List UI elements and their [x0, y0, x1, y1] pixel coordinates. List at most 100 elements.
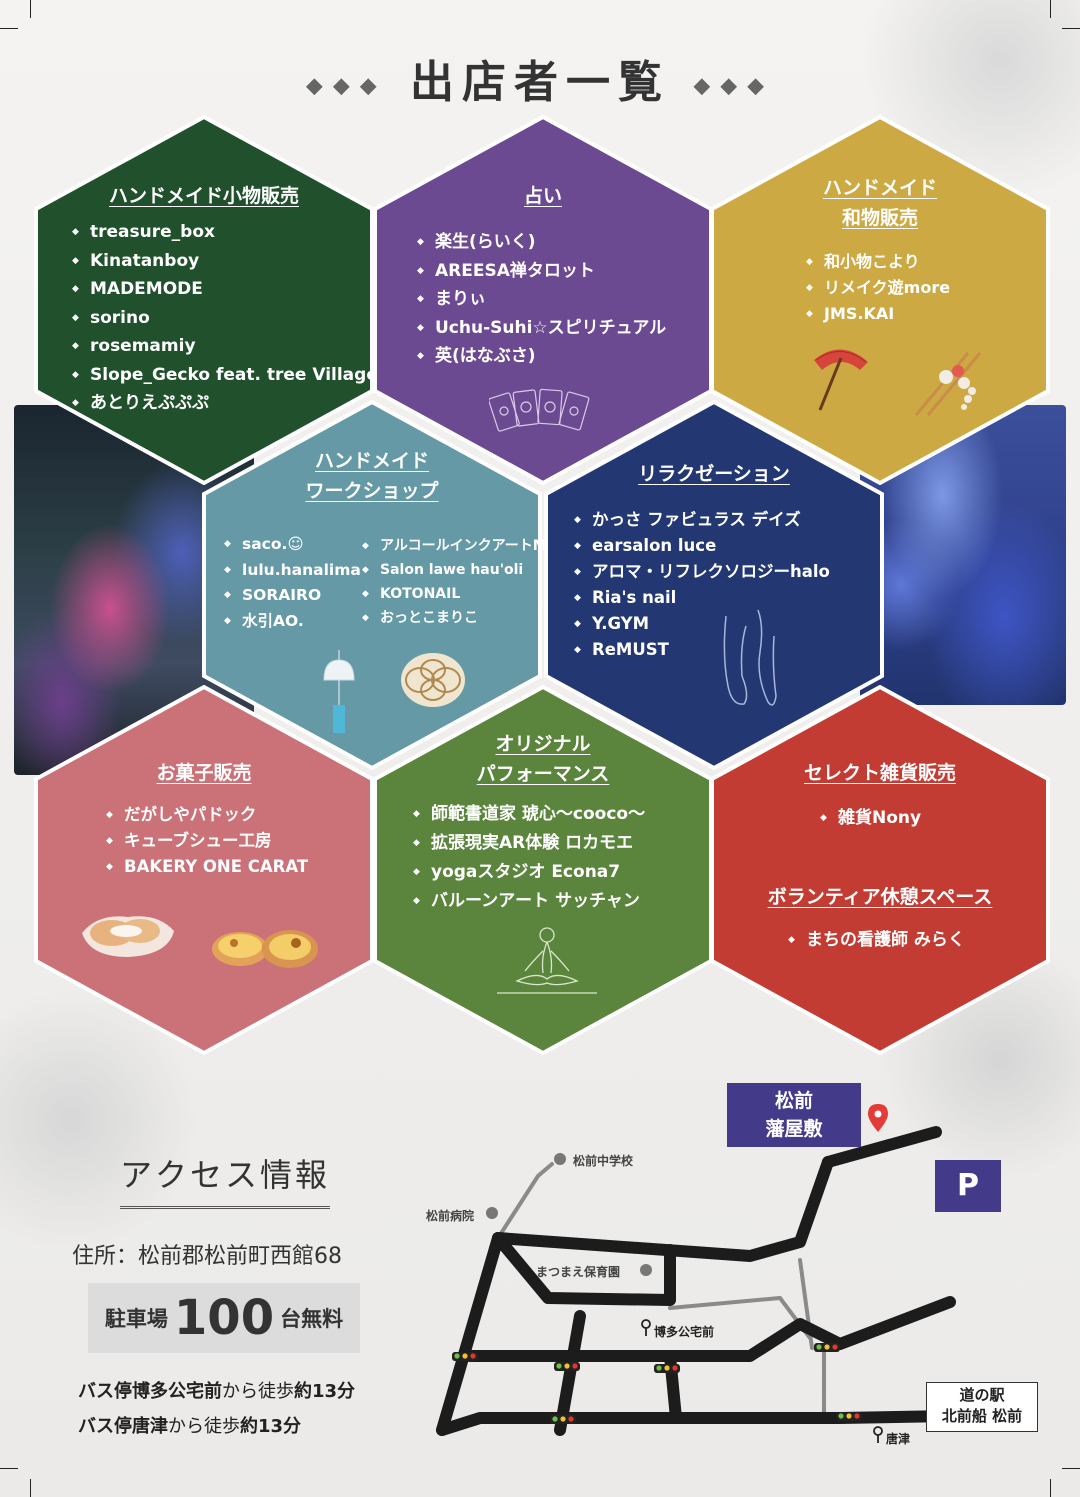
- exhibitor-item: earsalon luce: [574, 533, 830, 559]
- destination-label: 松前藩屋敷: [727, 1083, 861, 1147]
- crop-mark: [30, 1479, 31, 1497]
- address: 住所：松前郡松前町西館68: [72, 1244, 342, 1269]
- exhibitor-item: まりぃ: [417, 285, 666, 314]
- exhibitor-item: lulu.hanalima: [224, 558, 361, 584]
- exhibitor-item: AREESA禅タロット: [417, 257, 666, 286]
- title-dots-left: ◆◆◆: [305, 72, 387, 99]
- exhibitor-item: 水引AO.: [224, 609, 361, 635]
- bus-route-1: バス停博多公宅前から徒歩約13分: [78, 1381, 356, 1402]
- exhibitor-list: 雑貨Nony: [820, 805, 921, 831]
- title-text: 出店者一覧: [410, 57, 670, 108]
- exhibitor-item: sorino: [72, 304, 378, 333]
- kanzashi-hairpin-icon: [914, 352, 982, 416]
- parking-suffix: 台無料: [280, 1307, 344, 1331]
- crop-mark: [1062, 28, 1080, 29]
- traffic-lights: [452, 1343, 862, 1424]
- volunteer-list: まちの看護師 みらく: [788, 927, 965, 953]
- hex-heading: ハンドメイド和物販売: [822, 177, 937, 229]
- japanese-umbrella-icon: [814, 349, 868, 411]
- exhibitor-item: Uchu-Suhi☆スピリチュアル: [417, 314, 666, 343]
- map-label-busstop-2: 唐津: [886, 1432, 911, 1446]
- exhibitor-item: JMS.KAI: [806, 301, 950, 327]
- hex-heading: オリジナルパフォーマンス: [476, 733, 610, 785]
- exhibitor-item: 英(はなぶさ): [417, 342, 666, 371]
- tarot-cards-icon: [489, 388, 590, 432]
- exhibitor-item: あとりえぷぷぷ: [72, 389, 378, 418]
- exhibitor-list: 和小物こよりリメイク遊moreJMS.KAI: [806, 249, 950, 327]
- exhibitor-item: MADEMODE: [72, 275, 378, 304]
- crop-mark: [30, 0, 31, 18]
- egg-tart-icon: [262, 930, 318, 968]
- access-map: [436, 1104, 956, 1443]
- access-title: アクセス情報: [120, 1150, 331, 1209]
- exhibitor-list: 師範書道家 琥心〜cooco〜拡張現実AR体験 ロカモエyogaスタジオ Eco…: [413, 800, 645, 916]
- hex-heading: 占い: [523, 185, 562, 207]
- exhibitor-item: 雑貨Nony: [820, 805, 921, 831]
- crop-mark: [1062, 1468, 1080, 1469]
- exhibitor-item: SORAIRO: [224, 583, 361, 609]
- yoga-pose-icon: [497, 927, 597, 994]
- exhibitor-item: Y.GYM: [574, 611, 830, 637]
- title-dots-right: ◆◆◆: [693, 72, 775, 99]
- hex-relaxation: リラクゼーション かっさ ファビュラス デイズearsalon luceアロマ・…: [544, 400, 884, 770]
- exhibitor-item: rosemamiy: [72, 332, 378, 361]
- exhibitor-list-left: saco.☺lulu.hanalimaSORAIRO水引AO.: [224, 532, 361, 634]
- exhibitor-list-right: アルコールインクアートMIKASalon lawe hau'oliKOTONAI…: [362, 534, 574, 630]
- exhibitor-item: 和小物こより: [806, 249, 950, 275]
- hex-select-goods: セレクト雑貨販売 雑貨Nony ボランティア休憩スペース まちの看護師 みらく: [710, 685, 1050, 1055]
- exhibitor-item: saco.☺: [224, 532, 361, 558]
- bus-route-2: バス停唐津から徒歩約13分: [78, 1416, 302, 1437]
- exhibitor-item: Ria's nail: [574, 585, 830, 611]
- parking-number: 100: [173, 1290, 275, 1346]
- parking-prefix: 駐車場: [104, 1307, 168, 1331]
- exhibitor-list: かっさ ファビュラス デイズearsalon luceアロマ・リフレクソロジーh…: [574, 507, 830, 663]
- exhibitor-list: treasure_boxKinatanboyMADEMODEsorinorose…: [72, 218, 378, 418]
- exhibitor-item: まちの看護師 みらく: [788, 927, 965, 953]
- map-label-hospital: 松前病院: [426, 1209, 475, 1223]
- exhibitor-item: Salon lawe hau'oli: [362, 558, 574, 582]
- crop-mark: [1050, 0, 1051, 18]
- exhibitor-item: 楽生(らいく): [417, 228, 666, 257]
- hex-heading: ハンドメイド小物販売: [108, 185, 299, 207]
- exhibitor-list: だがしやパドックキューブシュー工房BAKERY ONE CARAT: [106, 802, 308, 880]
- exhibitor-item: Slope_Gecko feat. tree Village: [72, 361, 378, 390]
- exhibitor-item: アロマ・リフレクソロジーhalo: [574, 559, 830, 585]
- map-label-nursery: まつまえ保育園: [536, 1265, 621, 1279]
- parking-info: 駐車場 100 台無料: [88, 1283, 360, 1353]
- hex-heading-volunteer: ボランティア休憩スペース: [767, 886, 993, 908]
- crop-mark: [1050, 1479, 1051, 1497]
- exhibitor-item: キューブシュー工房: [106, 828, 308, 854]
- exhibitor-item: Kinatanboy: [72, 247, 378, 276]
- exhibitor-item: ReMUST: [574, 637, 830, 663]
- crop-mark: [0, 28, 18, 29]
- hex-heading: ハンドメイドワークショップ: [305, 450, 439, 502]
- cream-puff-icon: [82, 916, 174, 957]
- map-label-busstop-1: 博多公宅前: [654, 1325, 715, 1339]
- egg-tart-icon: [212, 932, 268, 966]
- hex-heading: セレクト雑貨販売: [803, 762, 956, 784]
- exhibitor-item: 拡張現実AR体験 ロカモエ: [413, 829, 645, 858]
- hex-heading: お菓子販売: [156, 762, 252, 784]
- page-title: ◆◆◆ 出店者一覧 ◆◆◆: [0, 46, 1080, 110]
- exhibitor-list: 楽生(らいく)AREESA禅タロットまりぃUchu-Suhi☆スピリチュアル英(…: [417, 228, 666, 371]
- hex-sweets: お菓子販売 だがしやパドックキューブシュー工房BAKERY ONE CARAT: [34, 685, 374, 1055]
- exhibitor-item: BAKERY ONE CARAT: [106, 854, 308, 880]
- roadside-station-label: 道の駅北前船 松前: [926, 1382, 1038, 1432]
- parking-sign-icon: P: [935, 1160, 1001, 1212]
- wind-chime-icon: [323, 650, 355, 733]
- hex-heading: リラクゼーション: [638, 463, 790, 485]
- location-pin-icon: [868, 1104, 888, 1132]
- exhibitor-item: リメイク遊more: [806, 275, 950, 301]
- exhibitor-item: だがしやパドック: [106, 802, 308, 828]
- exhibitor-item: KOTONAIL: [362, 582, 574, 606]
- hex-handmade-goods: ハンドメイド小物販売 treasure_boxKinatanboyMADEMOD…: [34, 115, 378, 485]
- mizuhiki-knot-icon: [401, 653, 465, 707]
- exhibitor-item: treasure_box: [72, 218, 378, 247]
- map-label-school: 松前中学校: [573, 1154, 634, 1168]
- exhibitor-item: アルコールインクアートMIKA: [362, 534, 574, 558]
- feet-line-icon: [723, 609, 777, 706]
- crop-mark: [0, 1468, 18, 1469]
